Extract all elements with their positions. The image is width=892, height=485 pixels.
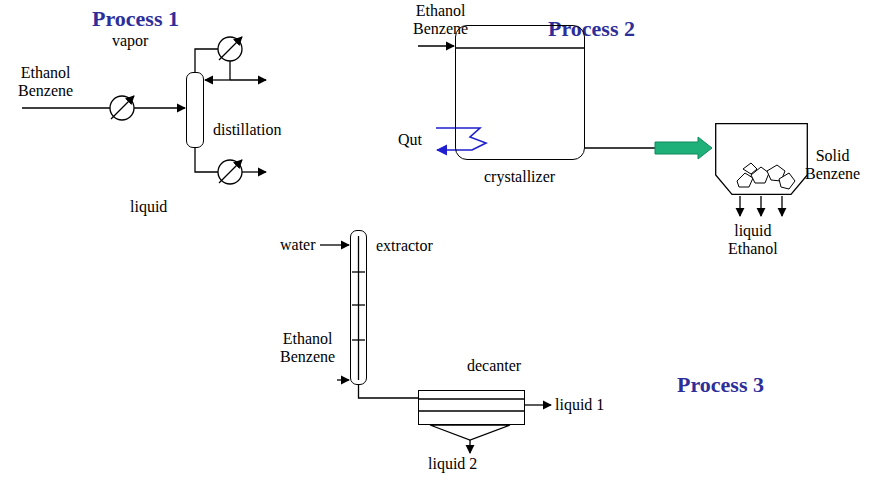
feed-label: Ethanol Benzene	[18, 64, 73, 100]
feed-label: Ethanol Benzene	[280, 330, 335, 366]
crystallizer-vessel: crystallizer	[455, 25, 585, 160]
connector-line	[359, 385, 419, 398]
transfer-arrow	[655, 137, 712, 159]
equipment-label: extractor	[376, 237, 433, 255]
filter-hopper: Solid Benzeneliquid Ethanol	[715, 123, 808, 195]
extractor-column: extractor	[350, 230, 367, 385]
decanter-vessel: decanter	[418, 390, 525, 425]
solid-crystal	[779, 173, 795, 189]
stream-label: liquid 1	[555, 396, 604, 414]
distillation-column: distillation	[186, 72, 204, 148]
equipment-label: distillation	[213, 121, 281, 139]
connector-line	[585, 147, 655, 148]
feed-label: Ethanol Benzene	[413, 2, 468, 38]
process-title: Process 1	[92, 6, 179, 32]
stream-label: liquid 2	[428, 455, 477, 473]
product-label: liquid Ethanol	[728, 222, 778, 258]
utility-label: Qut	[398, 131, 422, 149]
equipment-label: crystallizer	[484, 168, 555, 186]
process-title: Process 2	[548, 16, 635, 42]
process-title: Process 3	[677, 372, 764, 398]
stream-label: liquid	[130, 198, 167, 216]
hopper-body	[716, 124, 808, 195]
solid-crystal	[743, 163, 757, 174]
connector	[359, 385, 419, 398]
stream-label: vapor	[112, 32, 148, 50]
product-label: Solid Benzene	[805, 147, 860, 183]
connector	[585, 137, 712, 159]
hopper-outline	[715, 123, 808, 195]
equipment-label: decanter	[467, 357, 521, 375]
feed-label: water	[280, 236, 316, 254]
